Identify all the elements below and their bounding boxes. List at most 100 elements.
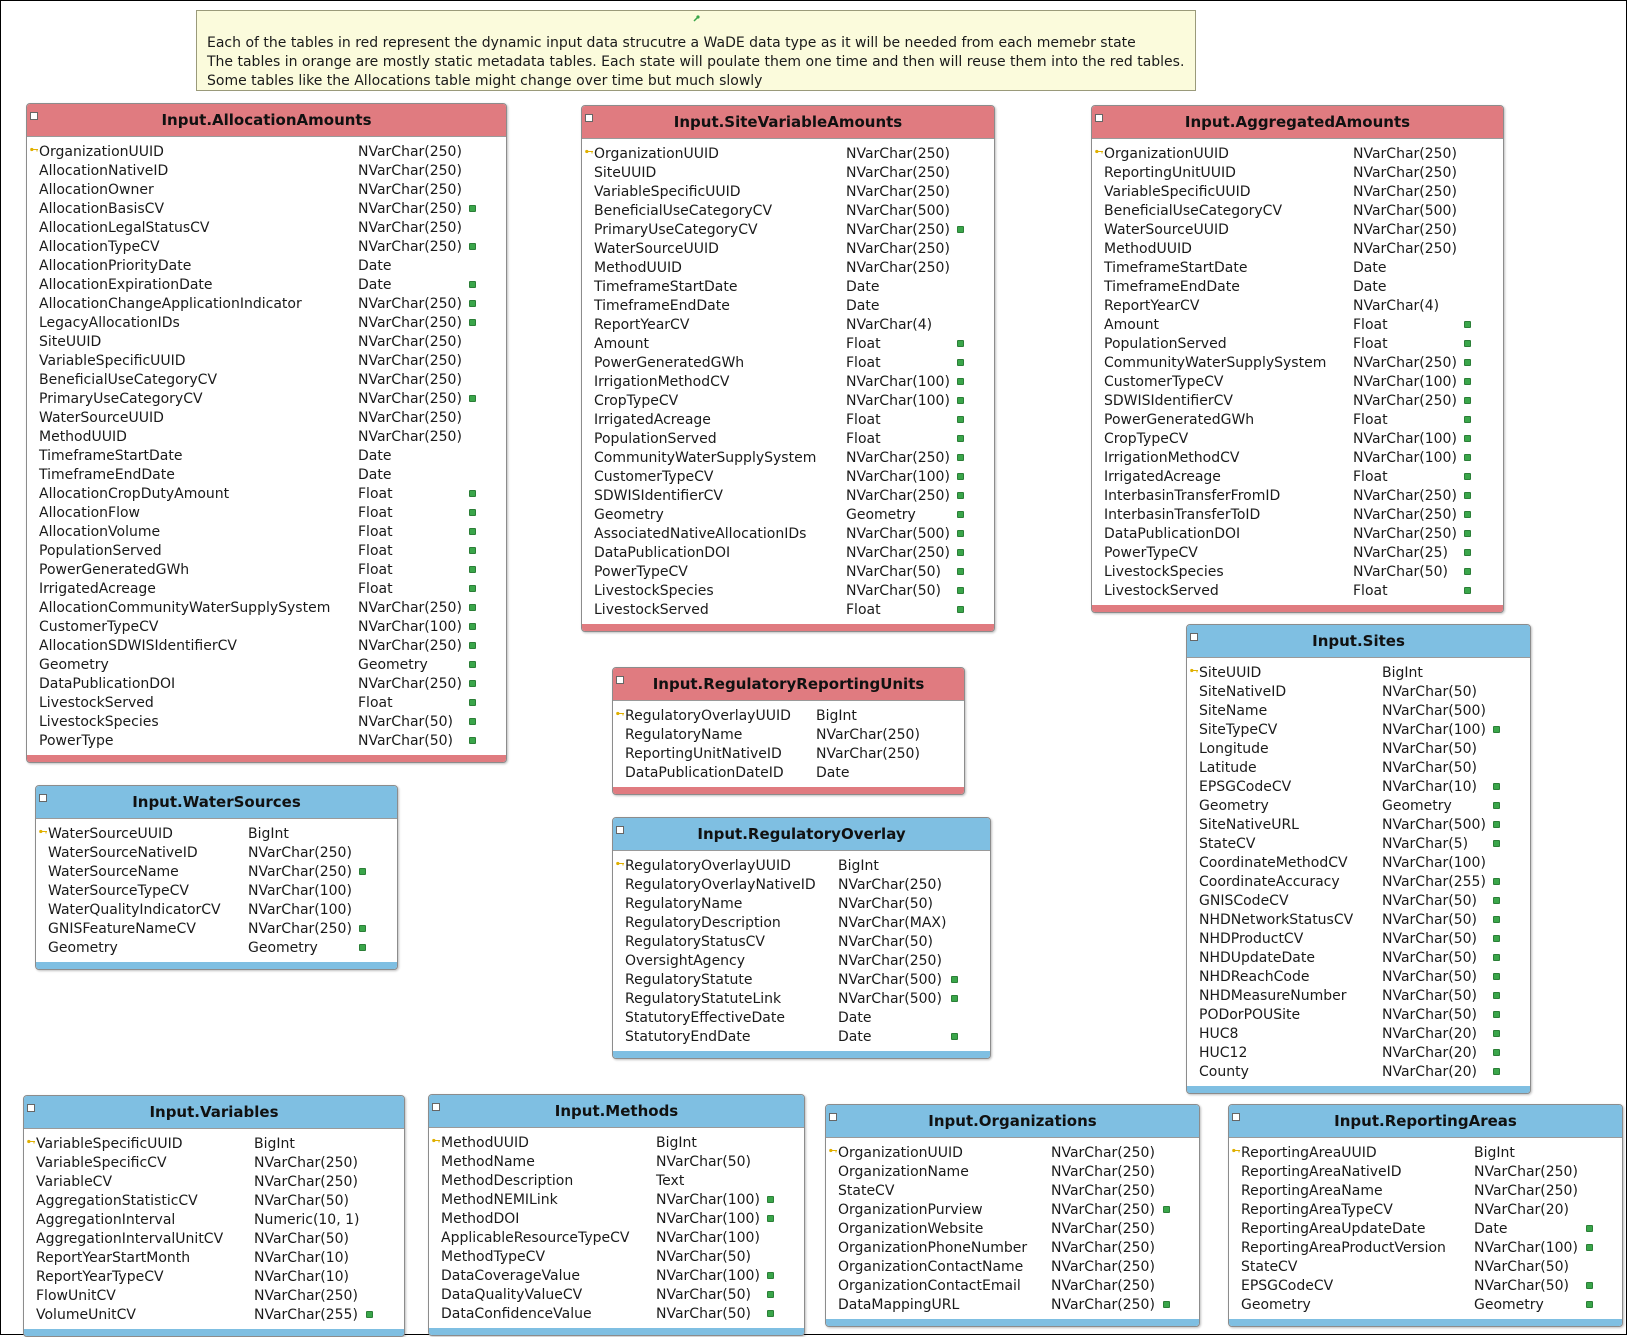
collapse-icon[interactable] [1232,1113,1240,1121]
table-header[interactable]: Input.Variables [24,1096,404,1129]
collapse-icon[interactable] [616,826,624,834]
collapse-icon[interactable] [1095,114,1103,122]
table-header[interactable]: Input.Methods [429,1095,804,1128]
table-header[interactable]: Input.WaterSources [36,786,397,819]
table-header[interactable]: Input.Sites [1187,625,1530,658]
collapse-icon[interactable] [616,676,624,684]
